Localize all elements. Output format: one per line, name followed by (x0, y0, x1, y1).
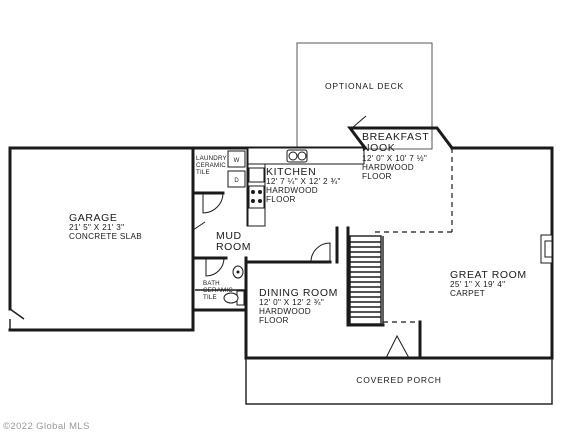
washer-icon (227, 150, 246, 168)
fireplace-hearth (544, 240, 553, 258)
great-room-name: GREAT ROOM (450, 269, 527, 281)
label-bath: BATH CERAMIC TILE (203, 280, 233, 301)
range-icon (248, 185, 265, 209)
stair-treads (350, 241, 381, 318)
drain-icon (236, 270, 240, 274)
sink-basin-right (297, 151, 307, 161)
dining-room-dims: 12' 0" X 12' 2 ¾" (259, 298, 324, 307)
burner-icon (258, 190, 262, 194)
toilet-icon (223, 292, 239, 304)
label-garage: GARAGE 21' 5" X 21' 3" CONCRETE SLAB (69, 212, 142, 241)
kitchen-dims: 12' 7 ¼" X 12' 2 ¾" (266, 177, 341, 186)
deck-label: OPTIONAL DECK (325, 81, 404, 91)
kitchen-fixtures (247, 147, 365, 227)
covered-porch: COVERED PORCH (245, 357, 553, 405)
garage-name: GARAGE (69, 212, 118, 224)
great-room-dims: 25' 1" X 19' 4" (450, 280, 505, 289)
bath-door-icon (205, 257, 225, 277)
great-room-floor: CARPET (450, 289, 485, 298)
dining-room-floor-1: HARDWOOD (259, 307, 311, 316)
garage-door-line (9, 308, 25, 320)
dryer-icon (227, 170, 246, 188)
label-laundry: LAUNDRY CERAMIC TILE (196, 155, 227, 176)
nook-bay-wall (347, 126, 455, 151)
laundry-fixtures: W D (227, 150, 246, 188)
porch-label: COVERED PORCH (356, 375, 442, 385)
nook-floor-2: FLOOR (362, 172, 392, 181)
sink-basin-left (288, 151, 298, 161)
laundry-line-3: TILE (196, 169, 210, 176)
doors (192, 115, 410, 359)
burner-icon (251, 190, 255, 194)
bath-line-1: BATH (203, 280, 220, 287)
nook-floor-1: HARDWOOD (362, 163, 414, 172)
optional-deck: OPTIONAL DECK (296, 42, 433, 150)
stair-outline (349, 235, 382, 325)
garage-floor: CONCRETE SLAB (69, 232, 142, 241)
garage-dims: 21' 5" X 21' 3" (69, 223, 124, 232)
bath-line-2: CERAMIC (203, 287, 233, 294)
laundry-line-1: LAUNDRY (196, 155, 227, 162)
laundry-door-icon (202, 192, 224, 214)
staircase (349, 235, 382, 325)
burner-icon (258, 199, 262, 203)
mud-room-name-1: MUD (216, 230, 242, 242)
burner-icon (251, 199, 255, 203)
refrigerator-icon (248, 167, 265, 183)
label-dining-room: DINING ROOM 12' 0" X 12' 2 ¾" HARDWOOD F… (259, 287, 338, 325)
kitchen-floor-1: HARDWOOD (266, 186, 318, 195)
copyright-text: ©2022 Global MLS (3, 421, 90, 432)
nook-dims: 12' 0" X 10' 7 ½" (362, 154, 427, 163)
front-door-icon (385, 334, 410, 359)
kitchen-name: KITCHEN (266, 166, 316, 178)
deck-outline (296, 42, 433, 150)
label-mud-room: MUD ROOM (216, 230, 251, 253)
garage-door-passage (192, 221, 206, 231)
dryer-label: D (234, 178, 239, 184)
dining-room-name: DINING ROOM (259, 287, 338, 299)
kitchen-floor-2: FLOOR (266, 195, 296, 204)
mud-room-name-2: ROOM (216, 241, 251, 253)
bath-line-3: TILE (203, 294, 217, 301)
label-breakfast-nook: BREAKFAST NOOK 12' 0" X 10' 7 ½" HARDWOO… (362, 131, 429, 181)
bath-fixtures (223, 265, 245, 306)
nook-name-1: BREAKFAST (362, 131, 429, 143)
stair-closet-door-icon (310, 242, 331, 263)
nook-name-2: NOOK (362, 142, 395, 154)
label-great-room: GREAT ROOM 25' 1" X 19' 4" CARPET (450, 269, 527, 298)
washer-label: W (234, 158, 240, 164)
label-kitchen: KITCHEN 12' 7 ¼" X 12' 2 ¾" HARDWOOD FLO… (266, 166, 341, 204)
nook-bay-angle (351, 115, 367, 129)
laundry-line-2: CERAMIC (196, 162, 226, 169)
dining-room-floor-2: FLOOR (259, 316, 289, 325)
